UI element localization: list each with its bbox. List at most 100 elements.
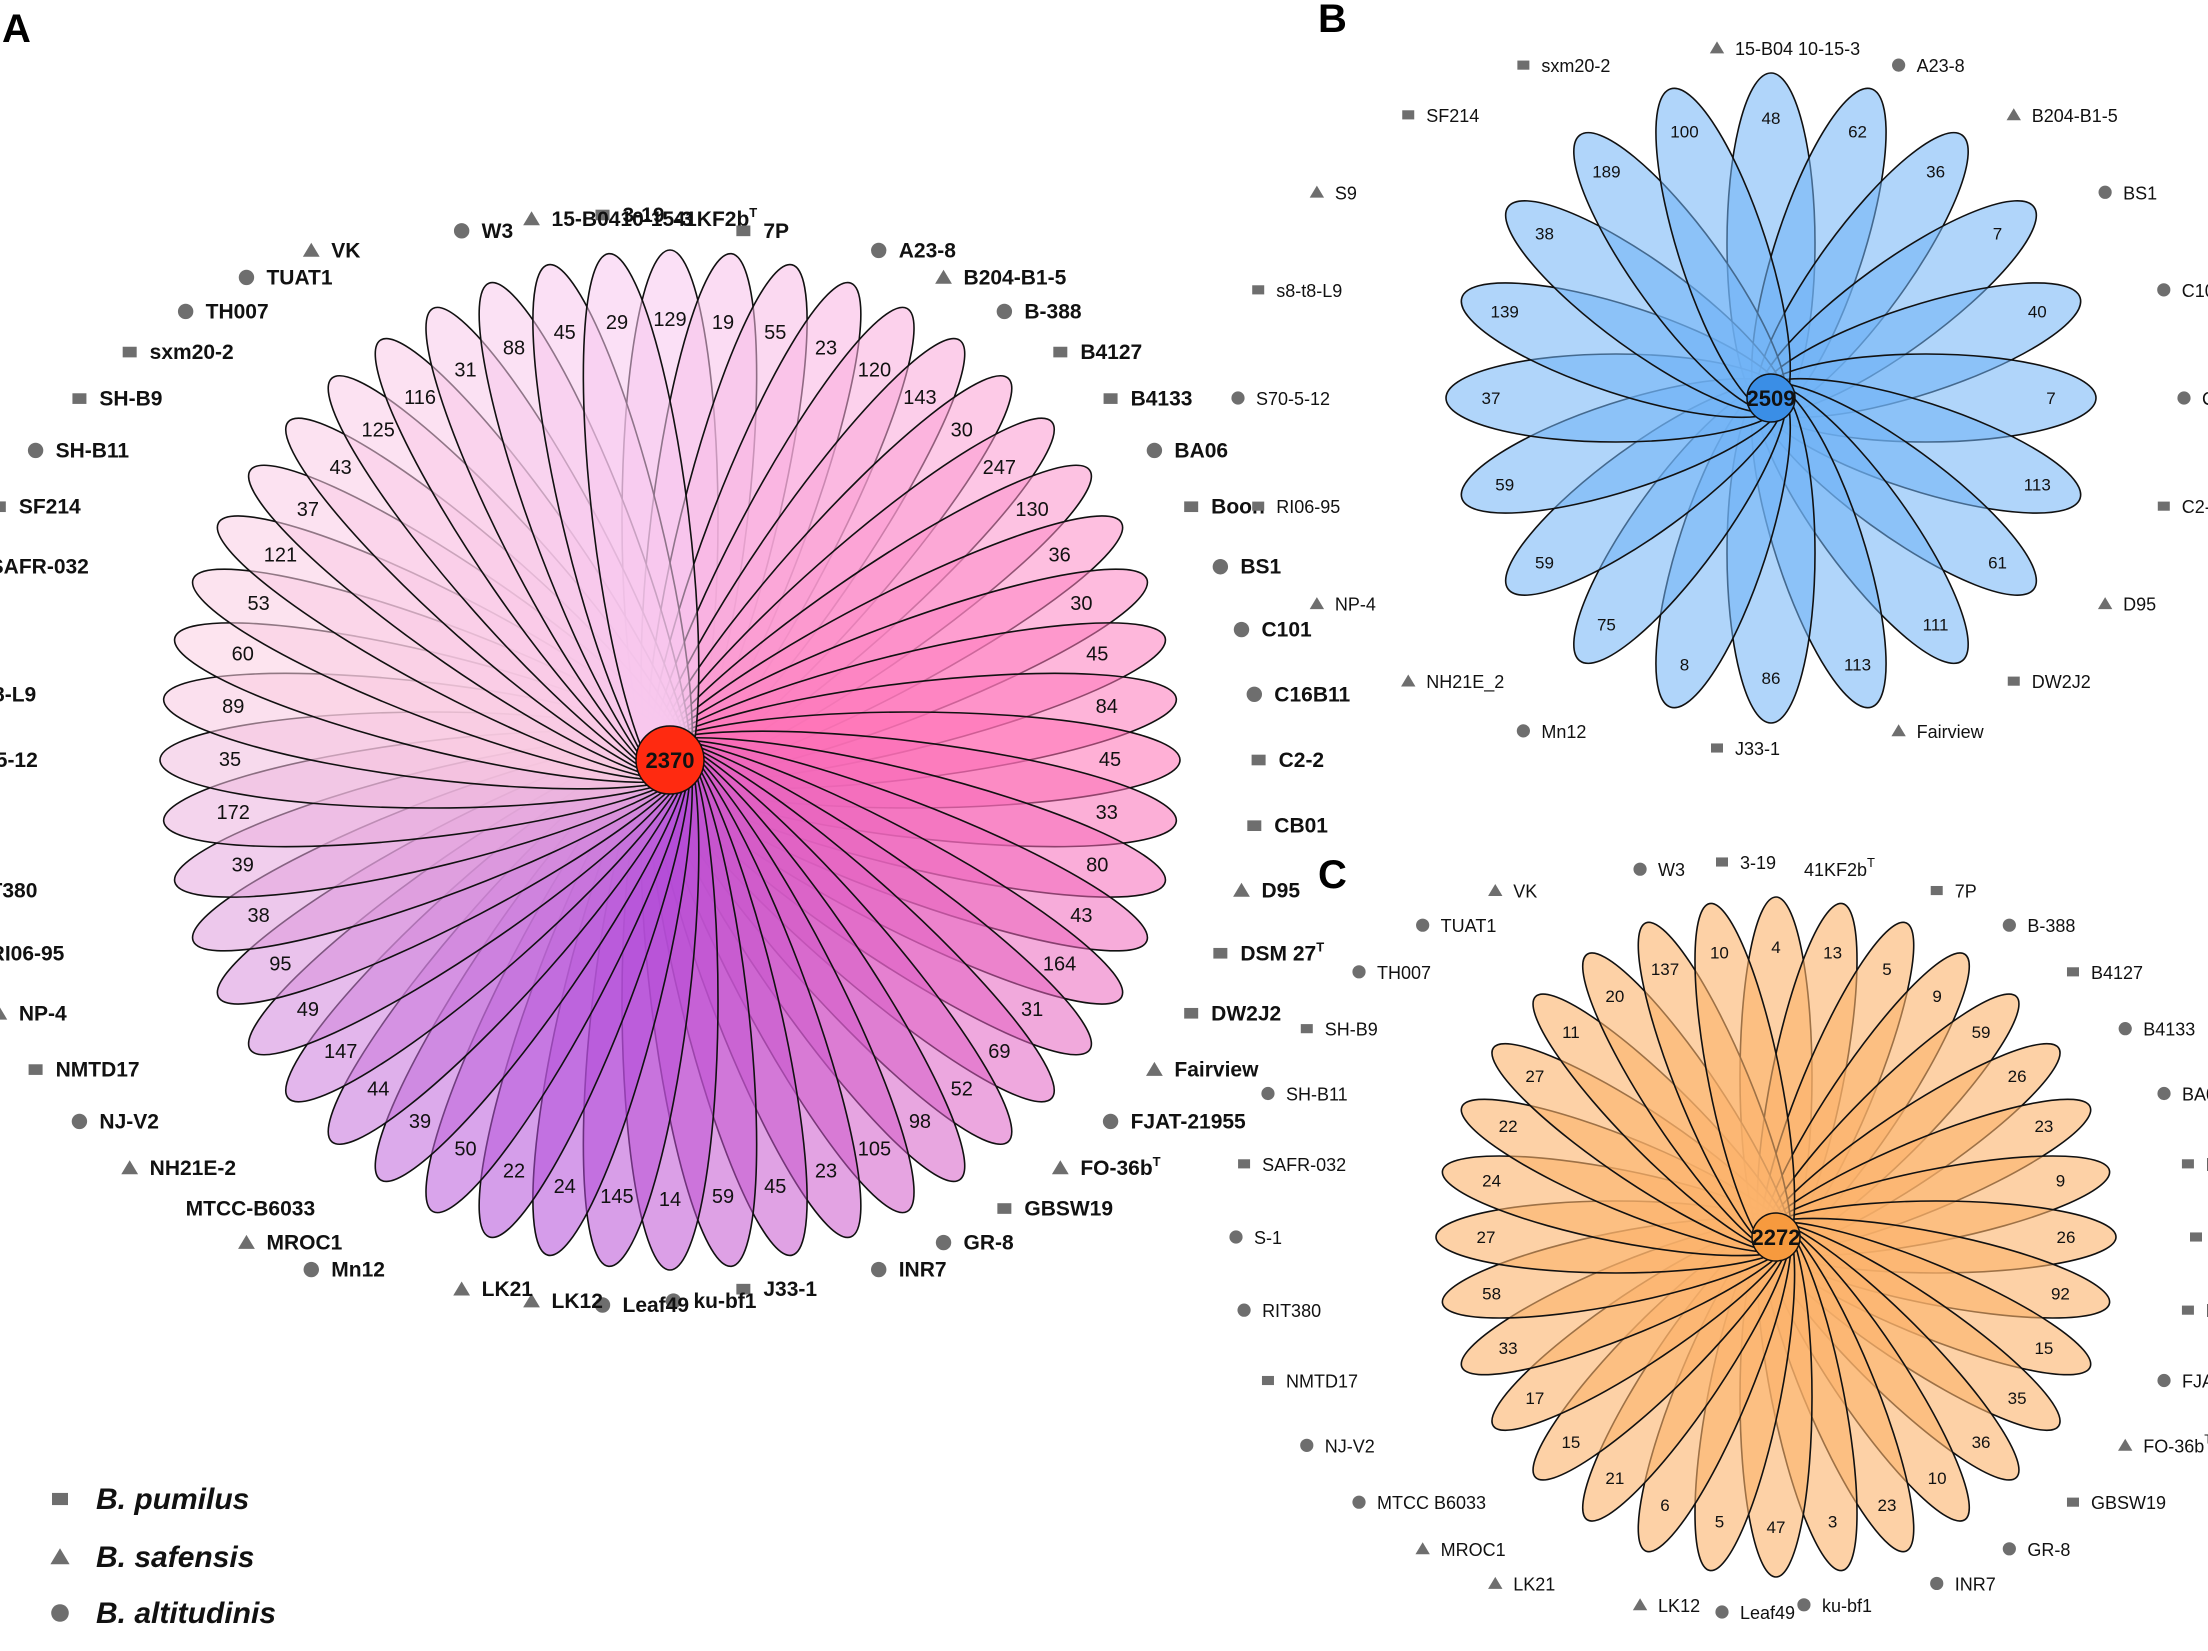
- petal-value: 111: [1923, 616, 1949, 635]
- strain-square-marker: [1261, 1375, 1274, 1386]
- petal-value: 164: [1043, 953, 1076, 975]
- strain-label: C2-2: [2182, 497, 2208, 517]
- strain-square-marker: [2066, 967, 2079, 977]
- petal-value: 35: [2008, 1389, 2027, 1408]
- petal-value: 172: [217, 802, 250, 824]
- legend-square-marker: [52, 1492, 68, 1506]
- petal-value: 52: [951, 1078, 973, 1100]
- strain-circle-marker: [594, 1297, 611, 1313]
- panel-c: C43-191341KF2bT57P9B-38859B412726B413323…: [1229, 853, 2208, 1623]
- strain-label: BS1: [2123, 183, 2157, 203]
- strain-circle-marker: [871, 242, 887, 259]
- strain-circle-marker: [2118, 1022, 2132, 1036]
- petal-value: 8: [1680, 655, 1689, 674]
- petal-value: 88: [503, 338, 525, 360]
- legend-label: B. altitudinis: [96, 1597, 276, 1630]
- strain-label: J33-1: [763, 1278, 817, 1301]
- petal-value: 33: [1096, 802, 1118, 824]
- strain-label: NP-4: [1335, 595, 1376, 615]
- strain-circle-marker: [2002, 1542, 2016, 1556]
- strain-label: NMTD17: [1286, 1372, 1358, 1392]
- strain-label: Boon: [1211, 496, 1265, 519]
- strain-label: 3-19: [623, 204, 665, 227]
- strain-circle-marker: [871, 1261, 887, 1278]
- strain-square-marker: [1252, 285, 1265, 295]
- strain-label: 15-B04 10-15-3: [1735, 39, 1860, 59]
- petal-value: 59: [1972, 1023, 1991, 1042]
- strain-circle-marker: [1416, 918, 1430, 932]
- strain-triangle-marker: [1051, 1160, 1069, 1175]
- strain-square-marker: [1247, 820, 1262, 832]
- petal-value: 11: [1562, 1023, 1580, 1042]
- strain-label: TH007: [1377, 963, 1431, 983]
- strain-label: INR7: [1955, 1574, 1996, 1594]
- strain-square-marker: [72, 393, 87, 404]
- strain-label: Mn12: [1541, 722, 1586, 742]
- strain-circle-marker: [1352, 965, 1366, 979]
- strain-square-marker: [1184, 501, 1199, 513]
- strain-label: C16B11: [1274, 683, 1350, 706]
- strain-square-marker: [1930, 885, 1943, 896]
- petal-value: 62: [1848, 123, 1867, 142]
- strain-circle-marker: [238, 269, 255, 286]
- strain-triangle-marker: [1233, 882, 1250, 897]
- strain-label: FJAT-21955: [2182, 1372, 2208, 1392]
- petal-value: 59: [712, 1186, 734, 1208]
- strain-label: NJ-V2: [1325, 1436, 1375, 1456]
- petal-value: 89: [222, 696, 244, 718]
- strain-label: SF214: [1426, 106, 1479, 126]
- strain-label: B4133: [2143, 1020, 2195, 1040]
- strain-triangle-marker: [2006, 108, 2021, 121]
- petals: [159, 249, 1181, 1271]
- petal-value: 125: [362, 420, 395, 442]
- strain-square-marker: [595, 209, 610, 221]
- strain-label: Boon: [2206, 1155, 2208, 1175]
- strain-square-marker: [1238, 1159, 1251, 1169]
- strain-label: CB01: [1274, 815, 1328, 838]
- petal-value: 36: [1972, 1433, 1991, 1452]
- strain-label: C101: [1261, 619, 1312, 642]
- strain-square-marker: [1517, 60, 1530, 70]
- strain-triangle-marker: [453, 1281, 471, 1296]
- petal-value: 39: [232, 854, 254, 876]
- strain-label: 41KF2bT: [673, 205, 757, 231]
- strain-circle-marker: [1892, 58, 1906, 72]
- panel-letter: C: [1318, 853, 1347, 897]
- strain-square-marker: [2066, 1497, 2079, 1507]
- petal-value: 60: [232, 644, 254, 666]
- strain-triangle-marker: [302, 242, 320, 257]
- petal-value: 139: [1491, 302, 1519, 321]
- strain-circle-marker: [453, 223, 470, 239]
- petal-value: 80: [1086, 854, 1108, 876]
- panel-letter: B: [1318, 0, 1347, 41]
- strain-label: S-1: [1254, 1228, 1282, 1248]
- petal-value: 86: [1762, 669, 1781, 688]
- strain-label: s8-t8-L9: [0, 683, 36, 706]
- strain-triangle-marker: [523, 211, 540, 226]
- petal-value: 23: [2034, 1117, 2053, 1136]
- strain-label: TUAT1: [266, 266, 332, 289]
- strain-label: C101: [2182, 281, 2208, 301]
- strain-circle-marker: [1246, 686, 1263, 703]
- petal-value: 45: [1086, 644, 1108, 666]
- strain-circle-marker: [1233, 621, 1250, 638]
- petal-value: 189: [1592, 162, 1620, 181]
- strain-label: s8-t8-L9: [1276, 281, 1342, 301]
- petal-value: 27: [1477, 1228, 1496, 1247]
- petal-value: 43: [1070, 905, 1092, 927]
- strain-label: INR7: [899, 1259, 947, 1282]
- legend-triangle-marker: [50, 1548, 70, 1565]
- strain-label: BA06: [2182, 1084, 2208, 1104]
- strain-label: B4127: [2091, 963, 2143, 983]
- petals: [1445, 72, 2097, 724]
- strain-circle-marker: [2002, 918, 2016, 932]
- petal-value: 100: [1670, 123, 1698, 142]
- strain-label: MTCC B6033: [1377, 1493, 1486, 1513]
- petal-value: 105: [858, 1139, 891, 1161]
- legend-label: B. safensis: [96, 1541, 254, 1574]
- petal-value: 130: [1015, 499, 1048, 521]
- petal-value: 23: [815, 338, 837, 360]
- strain-label: RIT380: [1262, 1301, 1321, 1321]
- petal-value: 23: [815, 1160, 837, 1182]
